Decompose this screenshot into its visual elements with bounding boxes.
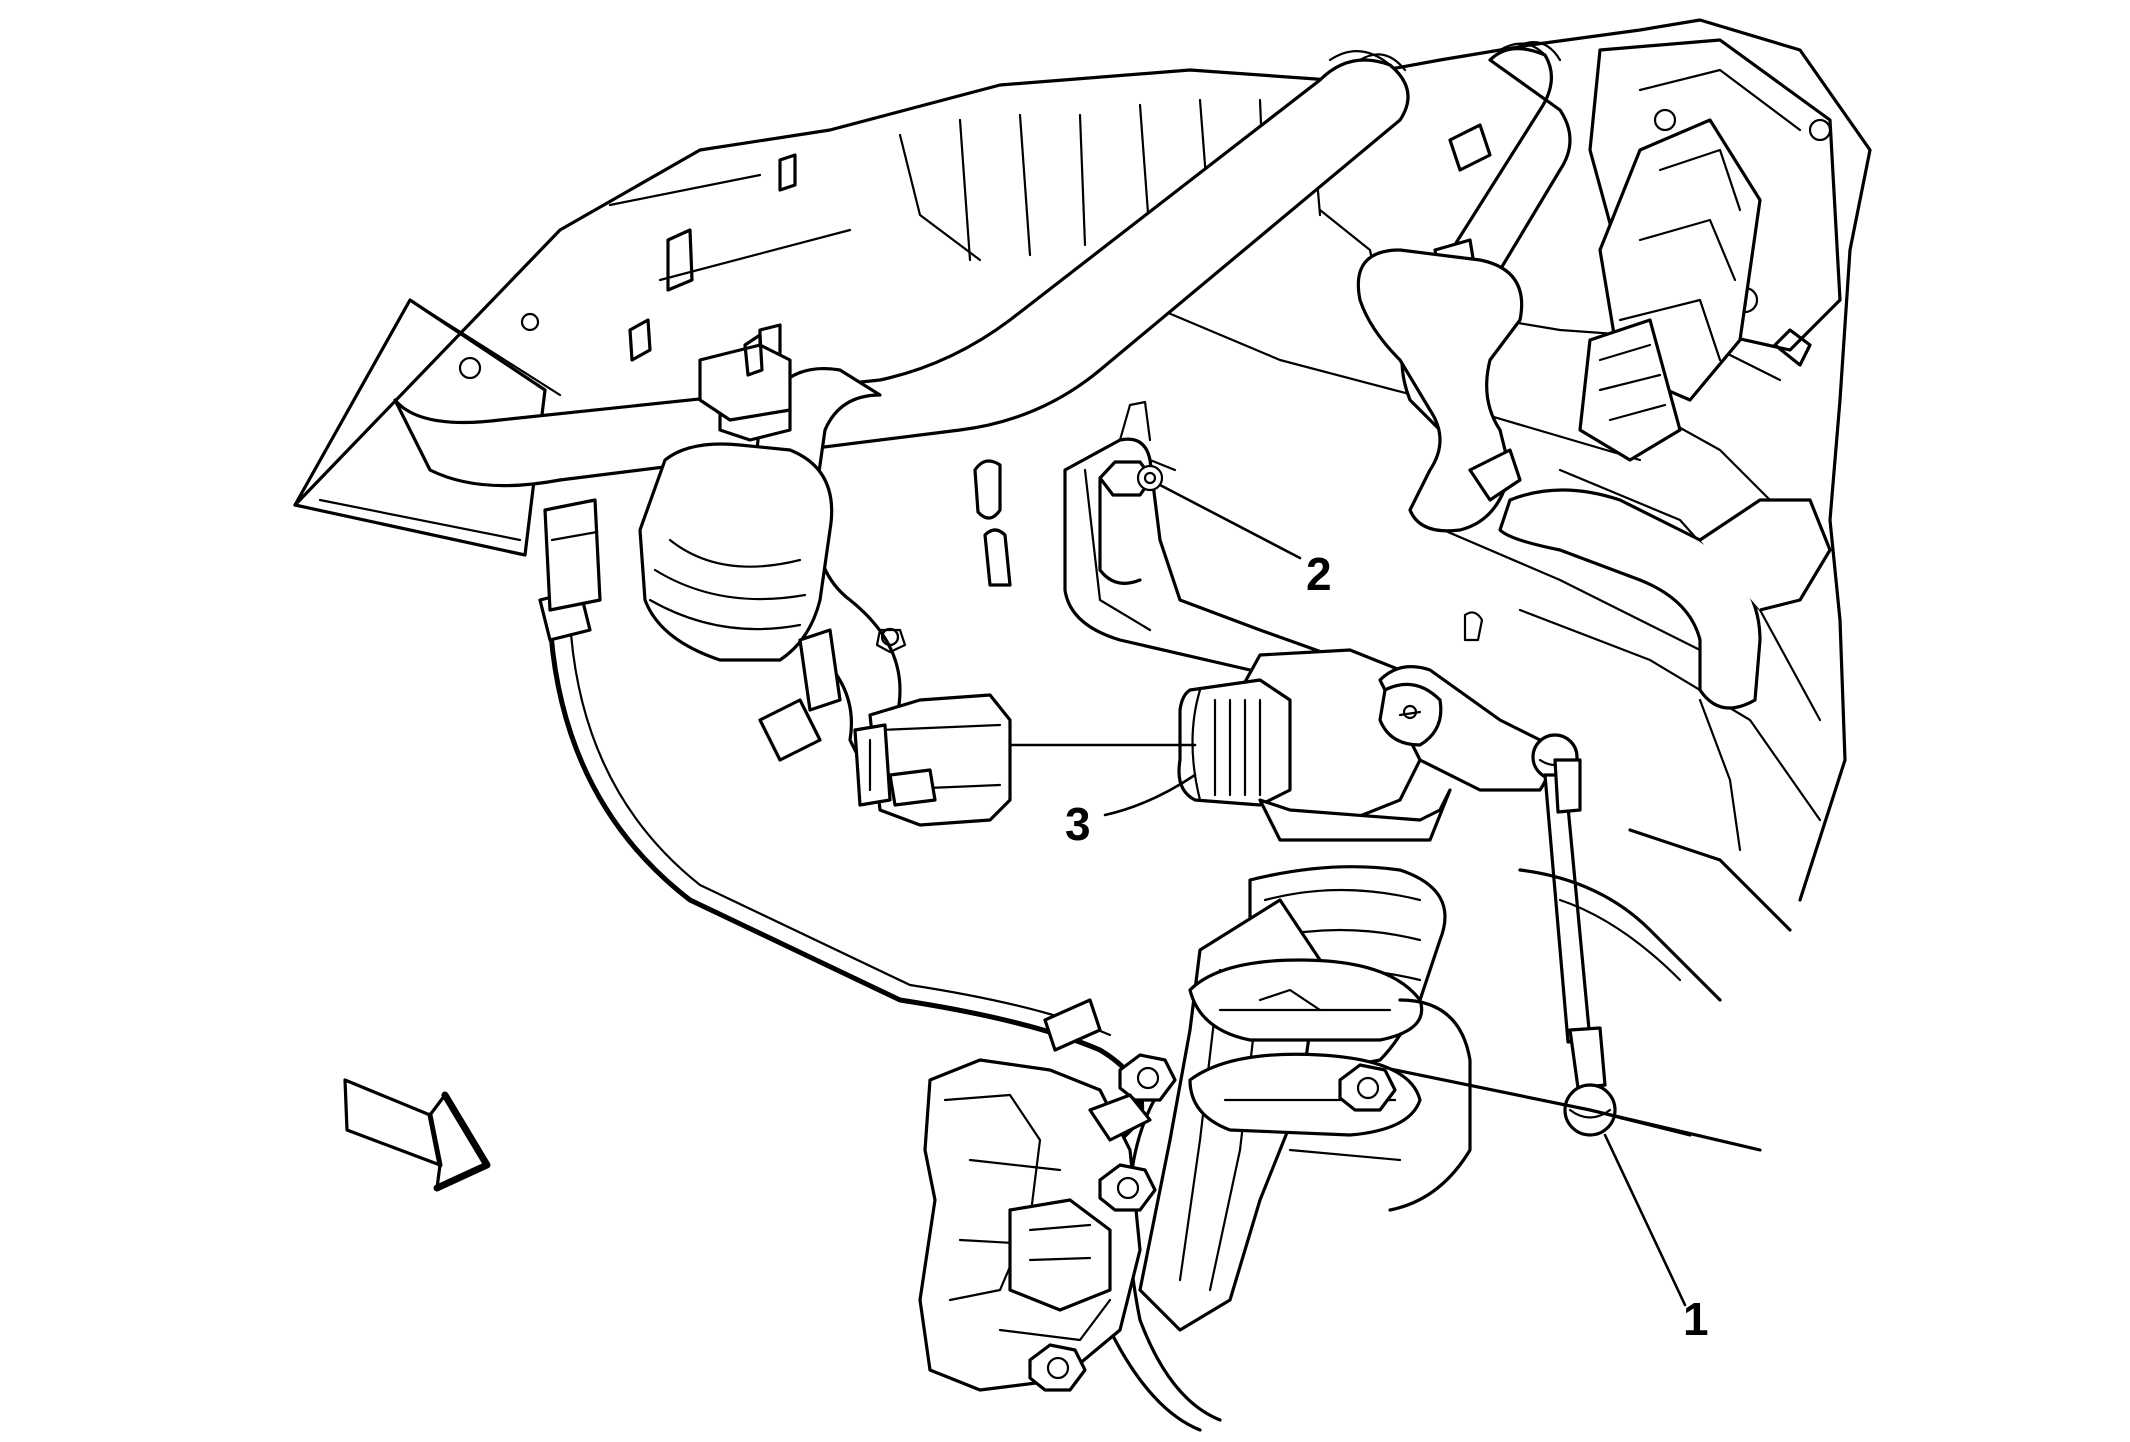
lower-suspension [918,698,1792,1432]
callout-leaders [1008,483,1687,1307]
top-right-module [1578,38,1842,462]
front-of-vehicle-arrow-icon [343,1078,491,1192]
sensor-bracket [1063,400,1332,692]
leader-2 [1158,483,1302,560]
leader-1 [1603,1133,1687,1307]
bracket-bolt [1098,460,1164,497]
caliper-bolt-upper [1118,1053,1177,1102]
knuckle-bolt [1338,1063,1397,1112]
caliper-bolt-bottom [1028,1343,1087,1392]
callout-2: 2 [1306,548,1332,600]
callout-1: 1 [1683,1293,1709,1345]
callout-3: 3 [1065,798,1091,850]
hoses [393,41,1832,762]
left-components [538,333,1145,1163]
caliper-bolt-lower [1098,1163,1157,1212]
sensor-link-rod [1198,758,1762,1152]
harness-connector [853,693,1012,827]
leader-3 [1103,773,1197,817]
height-sensor [1177,648,1579,842]
